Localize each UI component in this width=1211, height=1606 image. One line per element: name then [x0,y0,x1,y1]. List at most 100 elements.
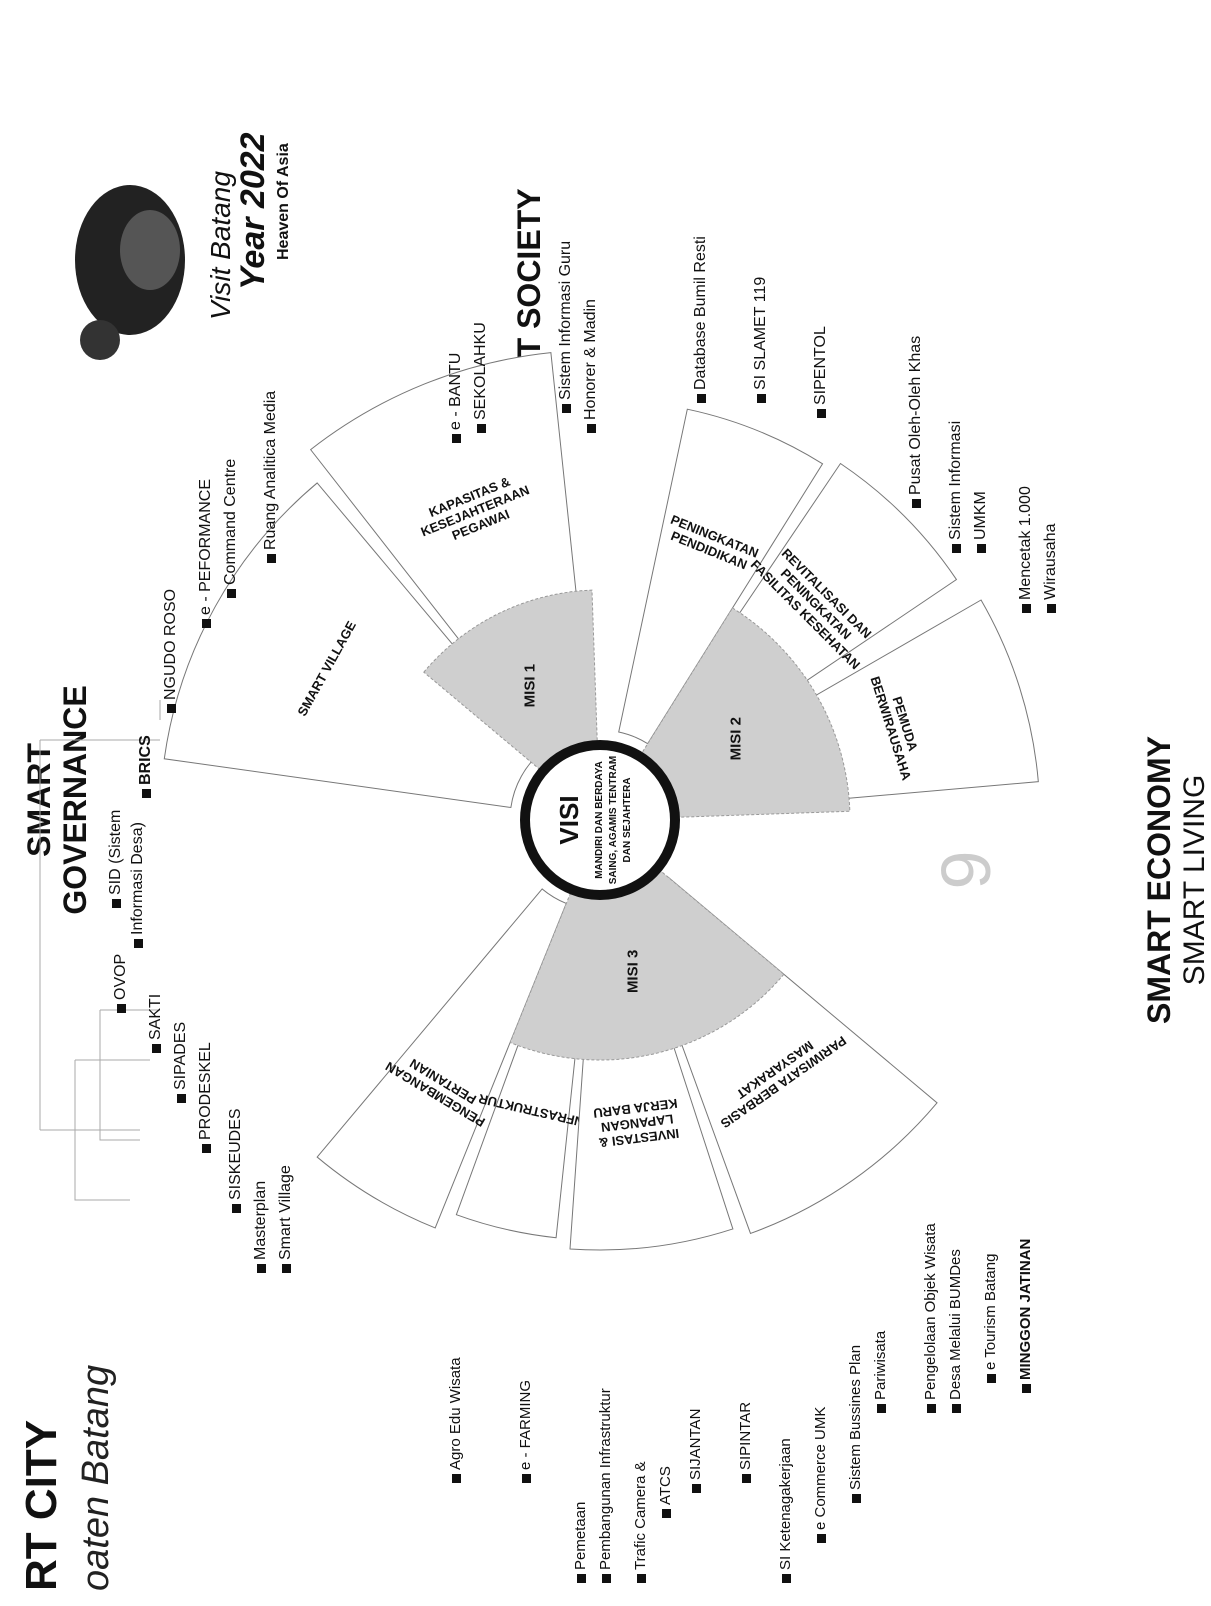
minggon-jatinan-marker [1022,1384,1031,1393]
smart-village-item-marker [282,1264,291,1273]
e-farming-marker [522,1474,531,1483]
umkm-marker [977,544,986,553]
sector-pertanian [316,888,567,1229]
desa-bumdes: Desa Melalui BUMDes [947,1249,964,1400]
pariwisata-item-marker [877,1404,886,1413]
sipades: SIPADES [172,1022,189,1090]
si-ketenagakerjaan: SI Ketenagakerjaan [777,1438,794,1570]
atcs-marker [662,1509,671,1518]
si-slamet-marker [757,394,766,403]
honorer-madin-marker [587,424,596,433]
wirausaha-marker [1047,604,1056,613]
database-bumil: Database Bumil Resti [692,236,709,390]
sector-smart-village [163,482,543,809]
pembangunan-infrastruktur: Pembangunan Infrastruktur [597,1388,614,1570]
si-slamet: SI SLAMET 119 [752,277,769,390]
ngudo-roso-marker [167,704,176,713]
visi-ring [520,740,680,900]
sistem-bussines-plan: Sistem Bussines Plan [847,1345,864,1490]
si-ketenagakerjaan-marker [782,1574,791,1583]
agro-edu-wisata-marker [452,1474,461,1483]
trafic-camera-marker [637,1574,646,1583]
misi-2-label: MISI 2 [728,717,745,760]
prodeskel-marker [202,1144,211,1153]
visi-text-3: DAN SEJAHTERA [622,777,633,862]
e-peformance: e - PEFORMANCE [197,479,214,615]
sijantan: SIJANTAN [687,1409,704,1480]
brics-marker [142,789,151,798]
sid-sistem-marker [112,899,121,908]
pengelolaan-objek-wisata: Pengelolaan Objek Wisata [922,1223,939,1400]
pariwisata-item: Pariwisata [872,1330,889,1400]
e-tourism-batang-marker [987,1374,996,1383]
sector-pendidikan [618,408,824,745]
sakti: SAKTI [147,994,164,1040]
misi-1-label: MISI 1 [521,664,538,707]
page-number: 9 [927,851,1005,890]
sipades-marker [177,1094,186,1103]
sipintar: SIPINTAR [737,1402,754,1470]
pusat-oleh-oleh: Pusat Oleh-Oleh Khas [907,336,924,495]
si-umkm-1-marker [952,544,961,553]
visi-text-1: MANDIRI DAN BERDAYA [594,761,605,879]
si-guru: Sistem Informasi Guru [557,241,574,400]
informasi-desa: Informasi Desa) [129,822,146,935]
sipentol: SIPENTOL [812,326,829,405]
pembangunan-infrastruktur-marker [602,1574,611,1583]
misi-3-sector [509,869,785,1061]
smart-village-item: Smart Village [277,1165,294,1260]
si-umkm-1: Sistem Informasi [947,421,964,540]
governance-tree-lines [39,700,161,1201]
si-guru-marker [562,404,571,413]
minggon-jatinan: MINGGON JATINAN [1017,1239,1034,1380]
pusat-oleh-oleh-marker [912,499,921,508]
trafic-camera: Trafic Camera & [632,1461,649,1570]
e-farming: e - FARMING [517,1380,534,1470]
e-commerce-umk-marker [817,1534,826,1543]
page-title: RT CITY [17,1420,66,1591]
siskeudes-marker [232,1204,241,1213]
siskeudes: SISKEUDES [227,1108,244,1200]
sipintar-marker [742,1474,751,1483]
sekolahku: SEKOLAHKU [472,322,489,420]
wirausaha: Wirausaha [1042,523,1059,600]
smart-living-header: SMART LIVING [1178,775,1211,986]
visit-logo-line3: Heaven Of Asia [275,143,292,260]
pemetaan-marker [577,1574,586,1583]
atcs: ATCS [657,1466,674,1505]
ovop: OVOP [112,954,129,1000]
database-bumil-marker [697,394,706,403]
visi-text-2: SAING, AGAMIS TENTRAM [608,756,619,885]
sekolahku-marker [477,424,486,433]
sipentol-marker [817,409,826,418]
e-peformance-marker [202,619,211,628]
honorer-madin: Honorer & Madin [582,299,599,420]
visit-logo-line2: Year 2022 [234,132,272,290]
misi-2-sector [640,607,851,818]
visit-batang-logo: Visit Batang Year 2022 Heaven Of Asia [75,132,292,360]
pengelolaan-objek-wisata-marker [927,1404,936,1413]
mencetak-1000: Mencetak 1.000 [1017,486,1034,600]
smart-governance-line2: GOVERNANCE [57,685,93,914]
ovop-marker [117,1004,126,1013]
command-centre: Command Centre [222,459,239,585]
visi-center: VISI MANDIRI DAN BERDAYA SAING, AGAMIS T… [520,740,680,900]
ruang-analitica-media: Ruang Analitica Media [262,391,279,550]
masterplan: Masterplan [252,1181,269,1260]
sijantan-marker [692,1484,701,1493]
page-subtitle: oaten Batang [75,1365,117,1591]
prodeskel: PRODESKEL [197,1042,214,1140]
sakti-marker [152,1044,161,1053]
pemetaan: Pemetaan [572,1502,589,1570]
umkm: UMKM [972,491,989,540]
agro-edu-wisata: Agro Edu Wisata [447,1357,464,1470]
e-commerce-umk: e Commerce UMK [812,1407,829,1530]
smart-economy-header: SMART ECONOMY [1141,736,1177,1024]
ruang-analitica-media-marker [267,554,276,563]
e-bantu-marker [452,434,461,443]
visi-title: VISI [554,795,584,844]
brics: BRICS [137,735,154,785]
